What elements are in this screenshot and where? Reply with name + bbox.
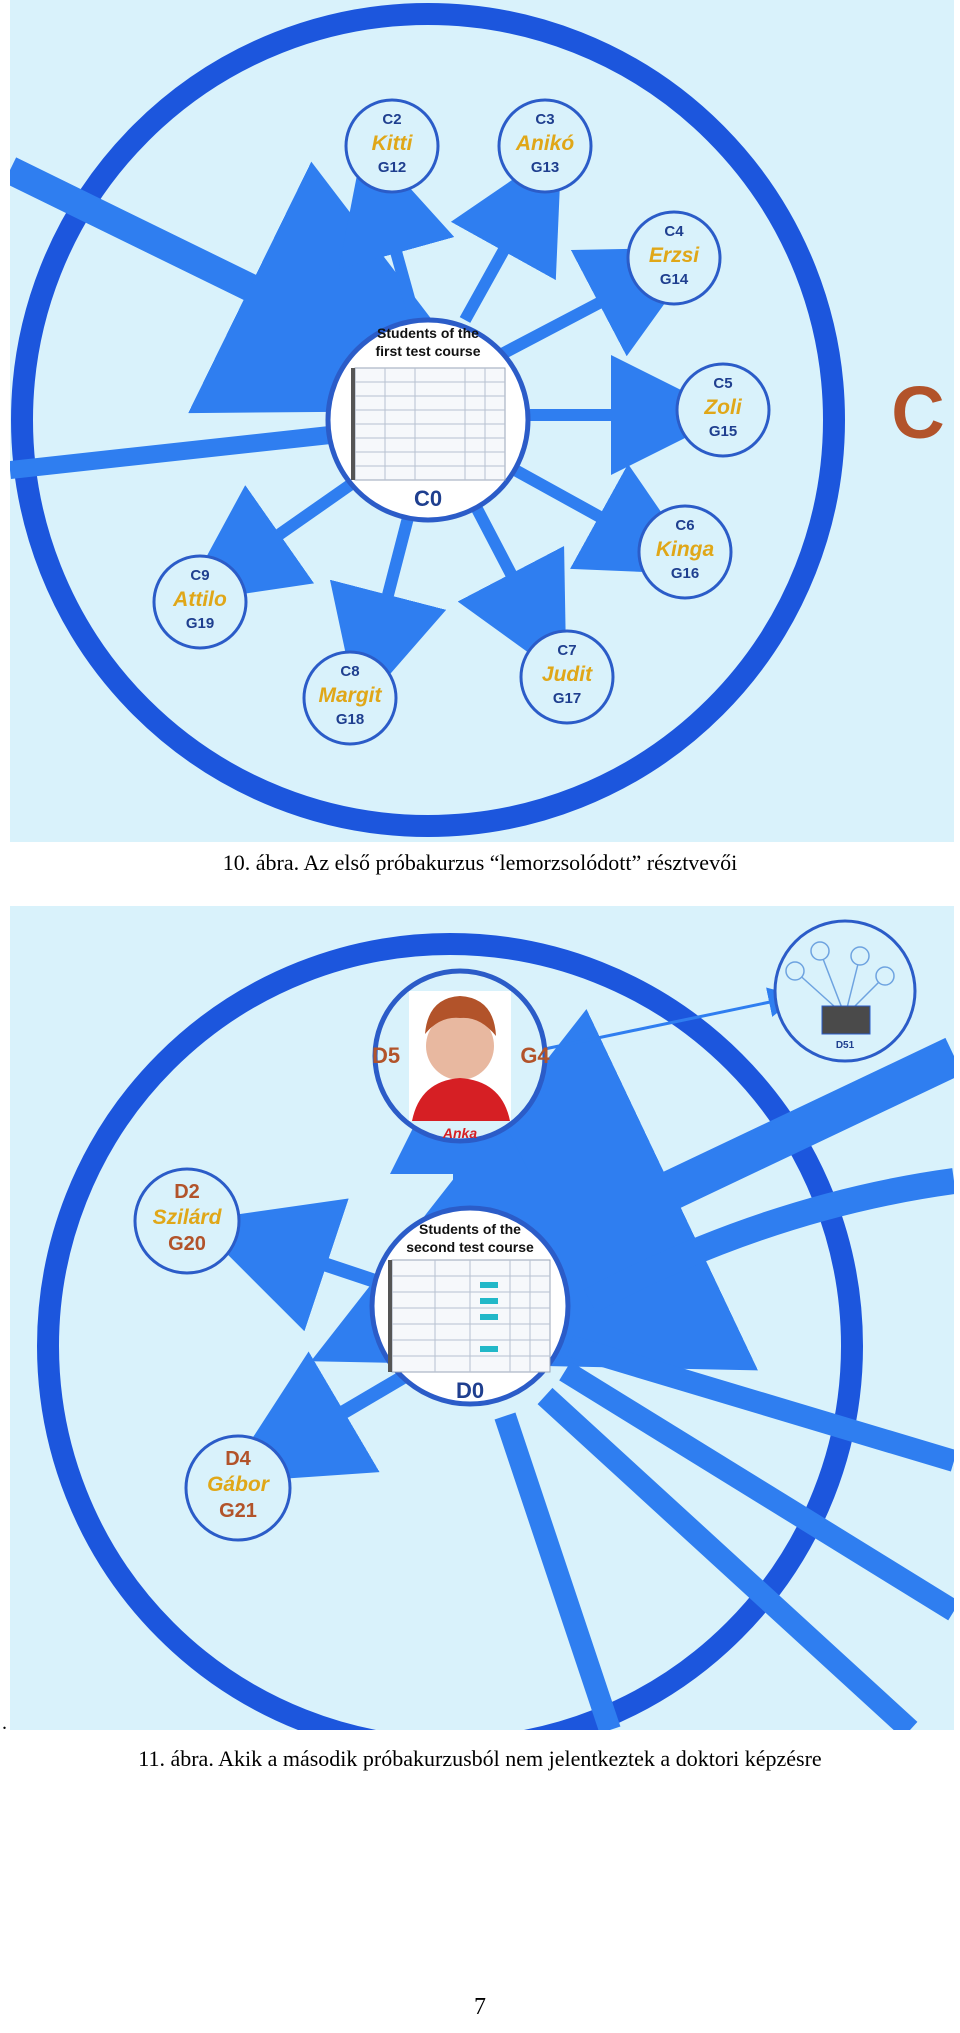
svg-text:C6: C6 xyxy=(675,517,694,534)
hub-title-line1: Students of the xyxy=(377,325,479,341)
svg-text:G19: G19 xyxy=(186,615,214,632)
incoming-arrow xyxy=(3,157,502,414)
svg-text:G21: G21 xyxy=(219,1500,257,1522)
svg-text:C2: C2 xyxy=(382,111,401,128)
node-c9: C9 Attilo G19 xyxy=(152,554,248,650)
svg-text:C5: C5 xyxy=(713,375,732,392)
portrait-face xyxy=(426,1012,494,1080)
node-c2: C2 Kitti G12 xyxy=(344,98,440,194)
figure-2-caption: 11. ábra. Akik a második próbakurzusból … xyxy=(138,1746,822,1771)
incoming-arrow-2 xyxy=(310,1009,954,1371)
svg-text:Zoli: Zoli xyxy=(703,396,742,419)
figure-1-caption: 10. ábra. Az első próbakurzus “lemorzsol… xyxy=(222,850,738,875)
svg-text:Margit: Margit xyxy=(319,684,383,707)
outer-ring-2 xyxy=(37,933,863,1730)
svg-text:G12: G12 xyxy=(378,159,406,176)
node-c6: C6 Kinga G16 xyxy=(637,504,733,600)
stray-dot: . xyxy=(2,1712,7,1734)
svg-text:G17: G17 xyxy=(553,690,581,707)
svg-text:G18: G18 xyxy=(336,711,364,728)
hub2-table-thumbnail xyxy=(388,1259,551,1373)
page-number: 7 xyxy=(474,1994,486,2020)
hub2-label: D0 xyxy=(456,1378,484,1403)
svg-text:D4: D4 xyxy=(225,1448,251,1470)
svg-text:G15: G15 xyxy=(709,423,737,440)
hub-table-thumbnail xyxy=(351,367,506,481)
figure-2: Anka D5 G4 D51 Students of the second te… xyxy=(10,906,954,1730)
svg-text:C4: C4 xyxy=(664,223,684,240)
outgoing-arrows xyxy=(181,137,731,711)
side-link xyxy=(534,987,799,1053)
photo-left-label: D5 xyxy=(372,1043,400,1068)
node-c7: C7 Judit G17 xyxy=(519,629,615,725)
svg-text:C9: C9 xyxy=(190,567,209,584)
svg-text:G14: G14 xyxy=(660,271,689,288)
svg-text:Anikó: Anikó xyxy=(515,132,575,155)
hub-label: C0 xyxy=(414,486,442,511)
figure-1-diagram: Students of the first test course C0 C C… xyxy=(3,0,954,842)
portrait-hair xyxy=(425,996,496,1036)
svg-text:Kinga: Kinga xyxy=(656,538,715,561)
node-c5: C5 Zoli G15 xyxy=(675,362,771,458)
side-node-label: D51 xyxy=(836,1040,855,1051)
svg-text:G13: G13 xyxy=(531,159,559,176)
svg-text:Erzsi: Erzsi xyxy=(649,244,700,267)
node-c8: C8 Margit G18 xyxy=(302,650,398,746)
svg-text:C8: C8 xyxy=(340,663,359,680)
portrait-clothing xyxy=(412,1078,510,1121)
side-node-thumbnail xyxy=(821,1005,871,1035)
node-c3: C3 Anikó G13 xyxy=(497,98,593,194)
svg-text:Gábor: Gábor xyxy=(207,1473,271,1496)
photo-right-label: G4 xyxy=(520,1043,550,1068)
svg-text:Kitti: Kitti xyxy=(372,132,414,155)
side-node-d51: D51 xyxy=(773,919,917,1063)
outer-ring xyxy=(11,3,845,837)
svg-text:G20: G20 xyxy=(168,1233,206,1255)
svg-text:G16: G16 xyxy=(671,565,699,582)
figure-2-diagram: Anka D5 G4 D51 Students of the second te… xyxy=(10,906,954,1730)
incoming-curve xyxy=(583,1168,954,1313)
hub2-title-line1: Students of the xyxy=(419,1221,521,1237)
incoming-line xyxy=(9,426,331,479)
node-c4: C4 Erzsi G14 xyxy=(626,210,722,306)
svg-text:C3: C3 xyxy=(535,111,554,128)
svg-text:D2: D2 xyxy=(174,1181,200,1203)
photo-node: Anka D5 G4 xyxy=(372,968,550,1144)
figure-1: Students of the first test course C0 C C… xyxy=(3,0,954,842)
photo-name: Anka xyxy=(442,1125,477,1141)
svg-text:C7: C7 xyxy=(557,642,576,659)
hub2-title-line2: second test course xyxy=(406,1239,534,1255)
node-d2: D2 Szilárd G20 xyxy=(133,1167,241,1275)
svg-text:Szilárd: Szilárd xyxy=(153,1206,223,1229)
svg-text:Judit: Judit xyxy=(542,663,593,686)
svg-text:Attilo: Attilo xyxy=(172,588,227,611)
outgoing-thick-lines xyxy=(494,1335,954,1730)
node-d4: D4 Gábor G21 xyxy=(184,1434,292,1542)
outer-label-c: C xyxy=(891,371,944,454)
hub-title-line2: first test course xyxy=(375,343,480,359)
